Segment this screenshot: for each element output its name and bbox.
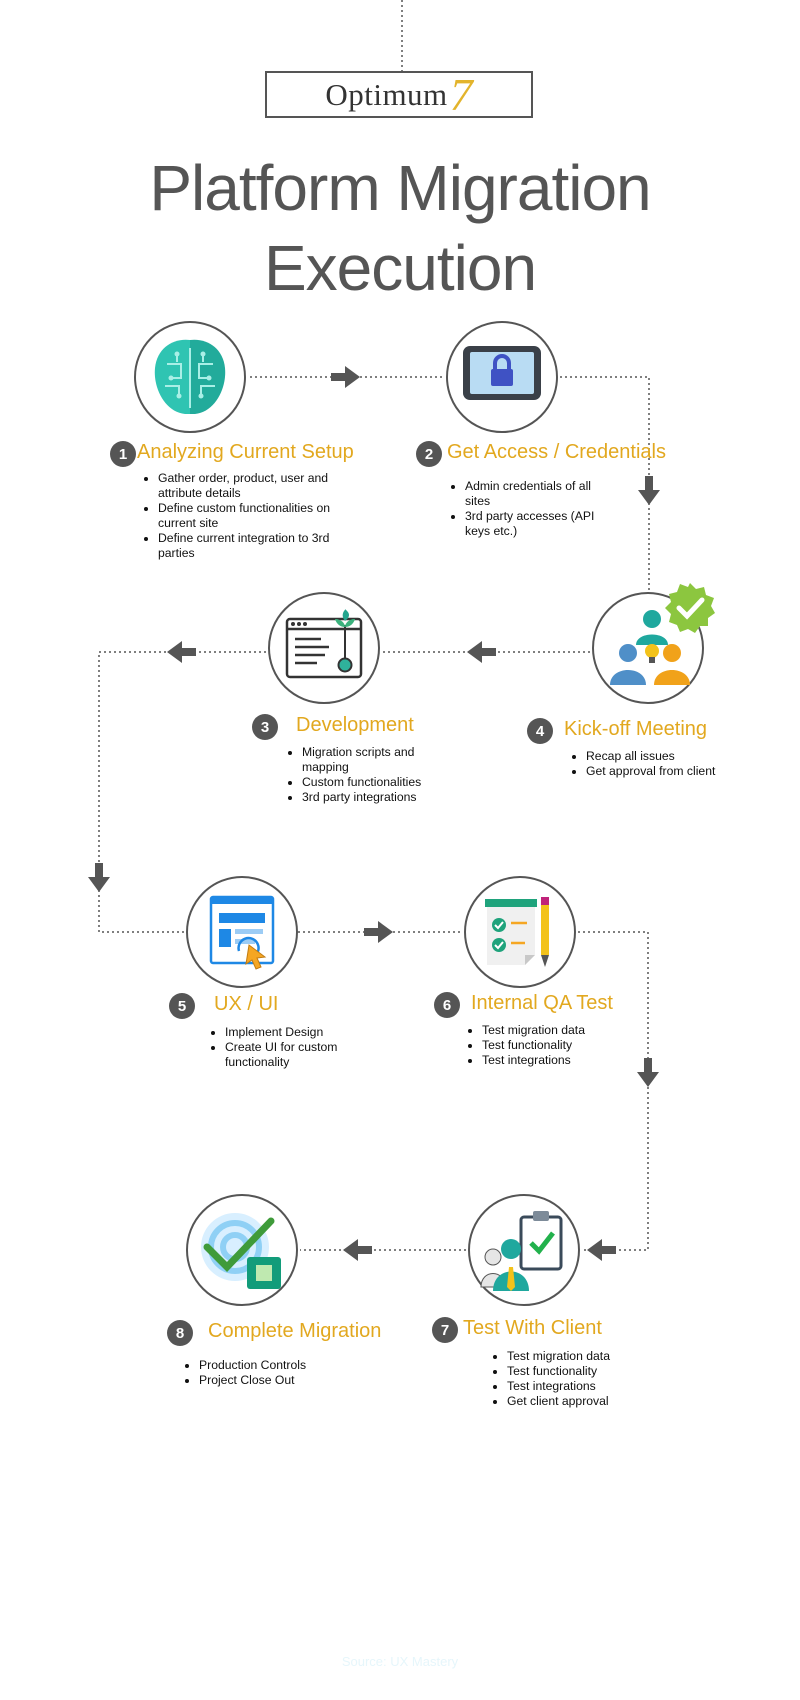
step-2-list: Admin credentials of all sites 3rd party…	[445, 479, 610, 539]
step-6-title: Internal QA Test	[471, 992, 613, 1014]
arrow-right-2	[364, 921, 393, 943]
step-7-circle	[468, 1194, 580, 1306]
list-item: Define current integration to 3rd partie…	[158, 531, 368, 561]
list-item: 3rd party integrations	[302, 790, 462, 805]
step-4-badge: 4	[527, 718, 553, 744]
arrow-down-2	[88, 863, 110, 892]
list-item: Define custom functionalities on current…	[158, 501, 368, 531]
checklist-pencil-icon	[485, 897, 549, 967]
arrow-down-3	[637, 1058, 659, 1087]
list-item: Recap all issues	[586, 749, 766, 764]
list-item: Custom functionalities	[302, 775, 462, 790]
logo-number: 7	[449, 68, 473, 120]
step-7-title: Test With Client	[463, 1317, 602, 1339]
step-1-title: Analyzing Current Setup	[137, 441, 354, 463]
step-7-list: Test migration data Test functionality T…	[487, 1349, 677, 1409]
title-line-1: Platform Migration	[149, 152, 651, 224]
web-design-icon	[209, 895, 275, 970]
approval-check-icon	[665, 583, 715, 633]
list-item: Test integrations	[482, 1053, 652, 1068]
list-item: Migration scripts and mapping	[302, 745, 462, 775]
step-6-circle	[464, 876, 576, 988]
step-8-title: Complete Migration	[208, 1320, 382, 1342]
list-item: Project Close Out	[199, 1373, 369, 1388]
team-idea-icon	[610, 610, 690, 685]
step-1-list: Gather order, product, user and attribut…	[138, 471, 368, 561]
client-clipboard-icon	[480, 1211, 563, 1291]
step-5-circle	[186, 876, 298, 988]
browser-code-icon	[285, 609, 363, 679]
step-1-circle	[134, 321, 246, 433]
list-item: Gather order, product, user and attribut…	[158, 471, 368, 501]
tablet-lock-icon	[463, 346, 541, 400]
arrow-left-3	[587, 1239, 616, 1261]
step-8-badge: 8	[167, 1320, 193, 1346]
list-item: Test functionality	[482, 1038, 652, 1053]
list-item: Test migration data	[507, 1349, 677, 1364]
step-5-list: Implement Design Create UI for custom fu…	[205, 1025, 395, 1070]
arrow-down-1	[638, 476, 660, 505]
target-check-icon	[201, 1213, 281, 1289]
step-3-badge: 3	[252, 714, 278, 740]
arrow-left-4	[343, 1239, 372, 1261]
list-item: Create UI for custom functionality	[225, 1040, 395, 1070]
step-5-badge: 5	[169, 993, 195, 1019]
arrow-left-2	[167, 641, 196, 663]
title-line-2: Execution	[263, 232, 537, 304]
step-2-title: Get Access / Credentials	[447, 441, 666, 463]
brand-logo: Optimum 7	[265, 71, 533, 118]
brain-icon	[154, 339, 226, 414]
step-5-title: UX / UI	[214, 993, 279, 1015]
source-credit: Source: UX Mastery	[341, 1654, 459, 1669]
step-2-circle	[446, 321, 558, 433]
arrow-right-1	[331, 366, 360, 388]
step-6-badge: 6	[434, 992, 460, 1018]
list-item: Test functionality	[507, 1364, 677, 1379]
list-item: Test integrations	[507, 1379, 677, 1394]
page-title: Platform Migration Execution	[100, 148, 700, 308]
step-4-list: Recap all issues Get approval from clien…	[566, 749, 766, 779]
step-3-circle	[268, 592, 380, 704]
arrow-left-1	[467, 641, 496, 663]
list-item: 3rd party accesses (API keys etc.)	[465, 509, 610, 539]
list-item: Get approval from client	[586, 764, 766, 779]
list-item: Test migration data	[482, 1023, 652, 1038]
connector-3-5	[98, 651, 266, 933]
step-4-title: Kick-off Meeting	[564, 718, 708, 740]
step-7-badge: 7	[432, 1317, 458, 1343]
logo-word: Optimum	[325, 76, 448, 112]
step-1-badge: 1	[110, 441, 136, 467]
list-item: Production Controls	[199, 1358, 369, 1373]
step-3-title: Development	[296, 714, 414, 736]
list-item: Implement Design	[225, 1025, 395, 1040]
step-8-list: Production Controls Project Close Out	[179, 1358, 369, 1388]
list-item: Get client approval	[507, 1394, 677, 1409]
list-item: Admin credentials of all sites	[465, 479, 610, 509]
step-2-badge: 2	[416, 441, 442, 467]
step-8-circle	[186, 1194, 298, 1306]
connector-6-7	[578, 931, 649, 1251]
step-3-list: Migration scripts and mapping Custom fun…	[282, 745, 462, 805]
step-6-list: Test migration data Test functionality T…	[462, 1023, 652, 1068]
connector-2-4	[560, 376, 650, 590]
